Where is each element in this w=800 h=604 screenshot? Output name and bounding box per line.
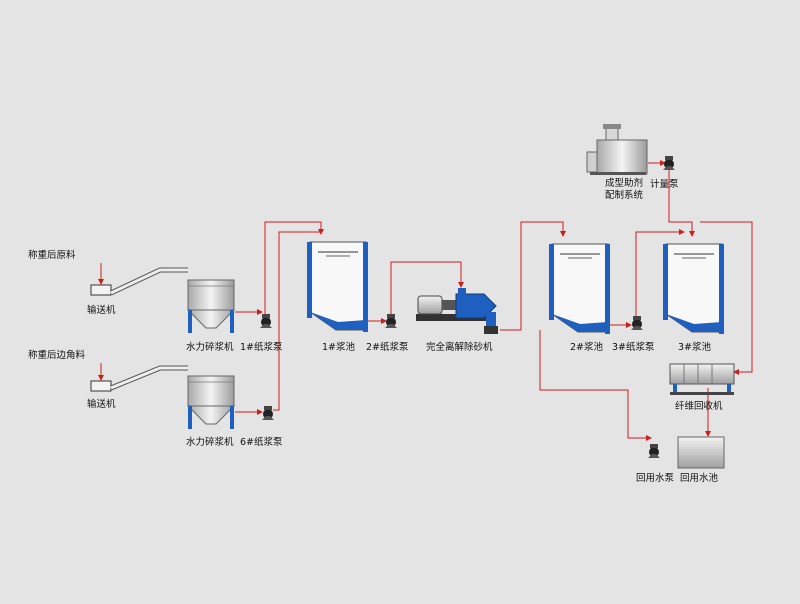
- pulp-chest-1-label: 1#浆池: [322, 341, 356, 353]
- pulper-1-icon: [186, 279, 236, 333]
- pulp-chest-2-icon: [549, 243, 610, 334]
- conveyor-2: [90, 365, 188, 392]
- additive-system-label-1: 成型助剂: [605, 177, 643, 189]
- additive-system-label-2: 配制系统: [605, 189, 644, 201]
- pump-6-label: 6#纸浆泵: [240, 436, 283, 448]
- flow-lines: [98, 160, 753, 441]
- pump-3-label: 3#纸浆泵: [612, 341, 655, 353]
- pulper-2-icon: [186, 375, 236, 429]
- pulp-chest-2-label: 2#浆池: [570, 341, 604, 353]
- pulp-chest-3-icon: [663, 243, 724, 334]
- return-tank-icon: [677, 436, 725, 469]
- pump-1-icon: [260, 314, 272, 328]
- return-pump-icon: [648, 444, 660, 458]
- pump-1-label: 1#纸浆泵: [240, 341, 283, 353]
- pulper-1-label: 水力碎浆机: [186, 341, 234, 353]
- desander-icon: [416, 288, 498, 334]
- fiber-recovery-icon: [669, 363, 735, 395]
- pump-2-label: 2#纸浆泵: [366, 341, 409, 353]
- pulp-chest-3-label: 3#浆池: [678, 341, 712, 353]
- edge-material-label: 称重后边角料: [28, 349, 86, 361]
- pump-3-icon: [631, 316, 643, 330]
- raw-material-label: 称重后原料: [28, 249, 76, 261]
- metering-pump-label: 计量泵: [650, 178, 679, 190]
- metering-pump-icon: [663, 156, 675, 170]
- conveyor-1: [90, 267, 188, 296]
- conveyor-1-label: 输送机: [87, 304, 116, 316]
- desander-label: 完全离解除砂机: [426, 341, 493, 353]
- additive-system-icon: [586, 124, 648, 175]
- return-pump-label: 回用水泵: [636, 472, 675, 484]
- fiber-recovery-label: 纤维回收机: [675, 400, 723, 412]
- pump-2-icon: [385, 314, 397, 328]
- conveyor-2-label: 输送机: [87, 398, 116, 410]
- pulp-chest-1-icon: [307, 241, 368, 332]
- return-tank-label: 回用水池: [680, 472, 719, 484]
- pulper-2-label: 水力碎浆机: [186, 436, 234, 448]
- pump-6-icon: [262, 406, 274, 420]
